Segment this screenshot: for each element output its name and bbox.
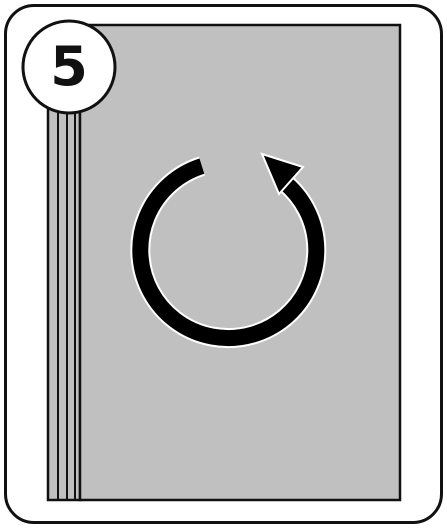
book-cover <box>80 25 400 500</box>
page-edges <box>48 108 80 500</box>
step-number: 5 <box>28 26 110 108</box>
